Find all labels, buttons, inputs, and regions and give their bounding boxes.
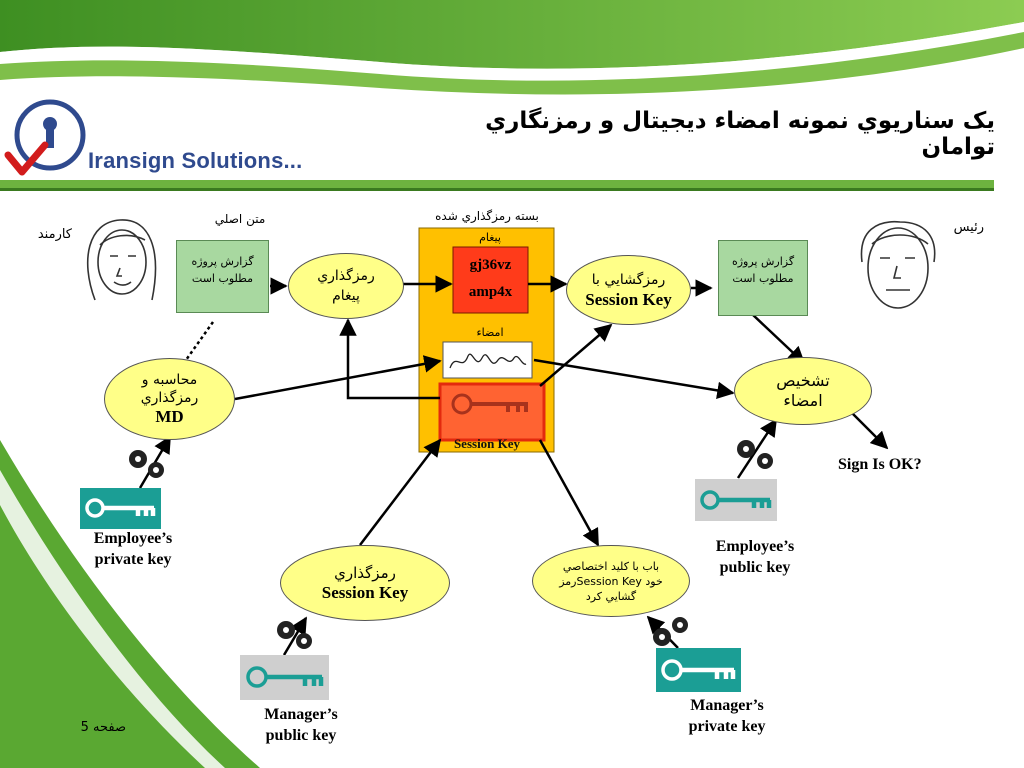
brand-name: Iransign Solutions...	[88, 148, 303, 173]
top-swoosh-decoration	[0, 0, 1024, 95]
caption-line: Manager’s	[690, 697, 764, 714]
employee-public-key-icon	[695, 479, 777, 521]
node-text: Session Key	[321, 583, 409, 602]
node-text: امضاء	[783, 391, 823, 410]
cipher-line-1: gj36vz	[469, 257, 512, 273]
node-text: رمزگذاري	[334, 564, 396, 582]
decrypted-document: گزارش پروژه مطلوب است	[718, 240, 808, 316]
node-text: Session Key	[585, 290, 672, 309]
dotted-connector	[184, 321, 215, 361]
slide-title: يک سناريوي نمونه امضاء ديجيتال و رمزنگار…	[485, 108, 995, 160]
employee-face-icon	[87, 219, 157, 301]
encrypt-session-key-node: رمزگذاري Session Key	[280, 545, 450, 621]
caption-line: private key	[94, 551, 172, 568]
node-text: MD	[155, 407, 184, 426]
flow-arrows	[138, 275, 889, 656]
original-document: گزارش پروژه مطلوب است	[176, 240, 269, 313]
employee-private-key-caption: Employee’s private key	[68, 528, 198, 570]
node-text: رمزگذاري	[317, 268, 375, 284]
md-compute-node: محاسبه و رمزگذاري MD	[104, 358, 235, 440]
node-text: تشخيص	[776, 371, 830, 390]
caption-line: private key	[688, 718, 766, 735]
boss-label: رئيس	[953, 220, 984, 235]
session-key-box	[438, 382, 546, 442]
node-text: پيغام	[332, 288, 360, 304]
signature-image	[442, 341, 533, 379]
cipher-text-box	[452, 246, 529, 314]
doc-line-2: مطلوب است	[732, 272, 794, 285]
manager-public-key-icon	[240, 655, 329, 700]
decrypt-message-node: رمزگشايي با Session Key	[566, 255, 691, 325]
manager-private-key-icon	[656, 648, 741, 692]
manager-private-key-caption: Manager’s private key	[662, 695, 792, 737]
employee-private-key-icon	[80, 488, 161, 529]
encrypt-message-node: رمزگذاري پيغام	[288, 253, 404, 319]
node-text: خود Session Keyرمز	[559, 574, 663, 588]
iransign-logo-icon	[4, 99, 86, 176]
caption-line: Employee’s	[93, 530, 173, 547]
caption-line: Manager’s	[264, 706, 338, 723]
boss-face-icon	[860, 220, 936, 309]
bottom-left-swoosh-decoration	[0, 440, 260, 768]
employee-public-key-caption: Employee’s public key	[690, 536, 820, 578]
message-label: پيغام	[479, 231, 501, 244]
node-text: گشايي کرد	[585, 589, 637, 603]
caption-line: public key	[719, 559, 791, 576]
page-number: صفحه 5	[80, 720, 126, 735]
doc-line-1: گزارش پروژه	[731, 255, 795, 268]
gear-icon	[277, 621, 312, 649]
sign-ok-label: Sign Is OK?	[838, 456, 922, 473]
gear-icon	[129, 450, 164, 478]
gear-icon	[737, 440, 773, 469]
gear-icon	[653, 617, 688, 646]
employee-label: کارمند	[37, 227, 72, 242]
header-separator	[0, 180, 994, 190]
encrypted-package-label: بسته رمزگذاري شده	[435, 209, 539, 223]
caption-line: Employee’s	[715, 538, 795, 555]
cipher-line-2: amp4x	[468, 284, 513, 300]
signature-label: امضاء	[476, 326, 504, 339]
doc-line-2: مطلوب است	[191, 272, 254, 285]
session-key-label: Session Key	[453, 436, 521, 451]
node-text: محاسبه و	[141, 372, 198, 388]
node-text: رمزگذاري	[140, 390, 199, 406]
node-text: رمزگشايي با	[591, 272, 666, 288]
node-text: باب با کليد اختصاصي	[562, 559, 660, 573]
caption-line: public key	[265, 727, 337, 744]
doc-line-1: گزارش پروژه	[191, 255, 254, 268]
decrypt-session-key-node: باب با کليد اختصاصي خود Session Keyرمز گ…	[532, 545, 690, 617]
manager-public-key-caption: Manager’s public key	[236, 704, 366, 746]
verify-signature-node: تشخيص امضاء	[734, 357, 872, 425]
original-text-label: متن اصلي	[214, 212, 266, 226]
